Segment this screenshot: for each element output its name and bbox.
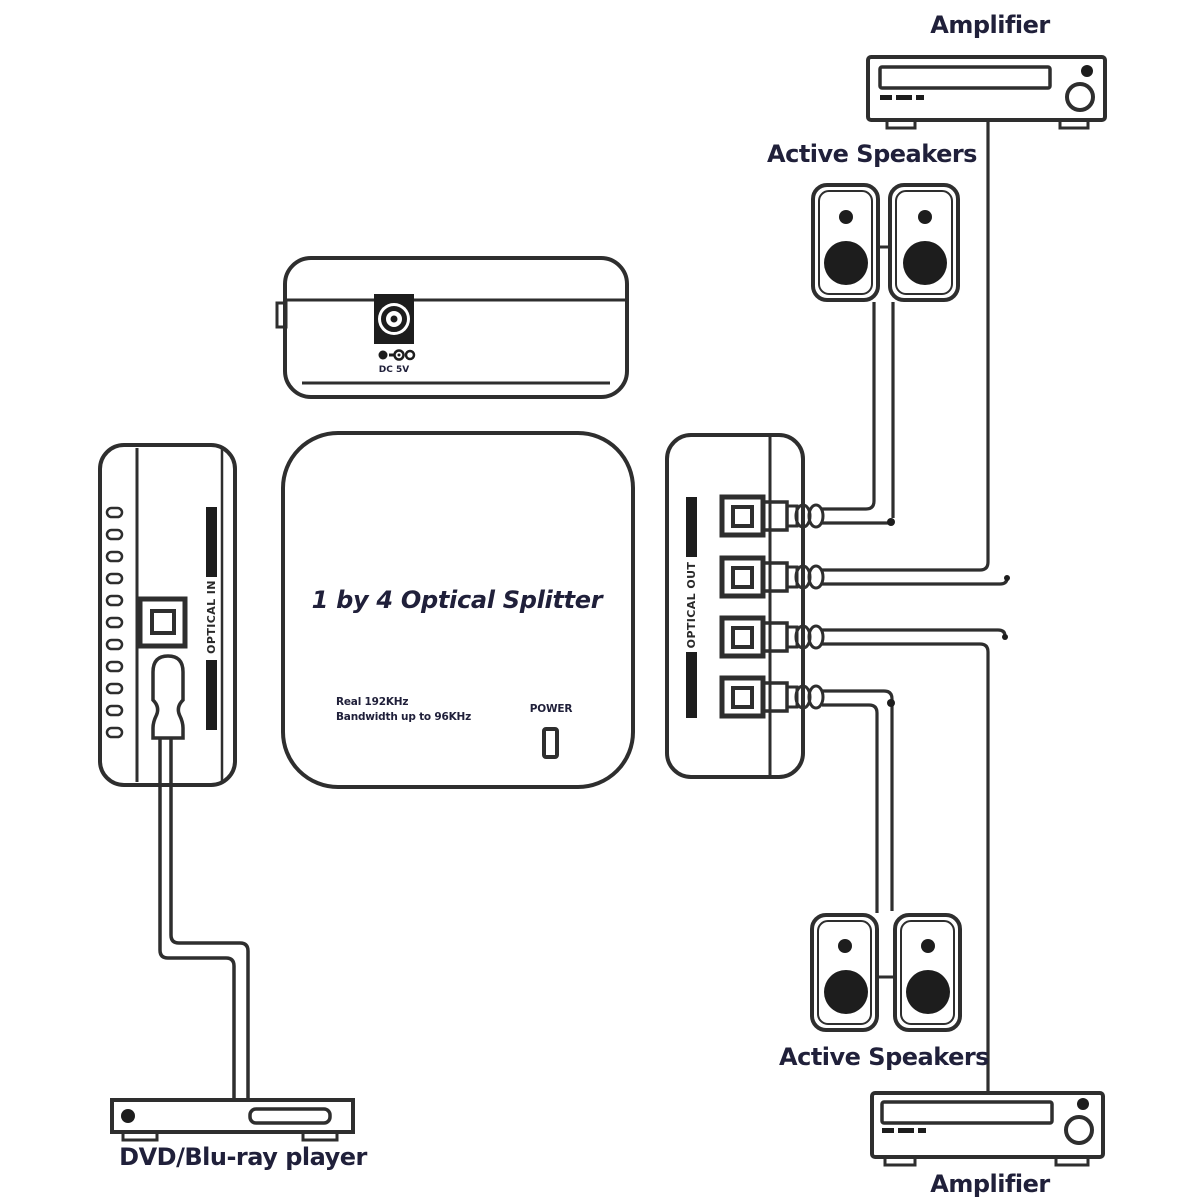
cable-out4-to-speaker-left <box>822 703 879 913</box>
volume-knob-icon <box>1064 1115 1094 1145</box>
optical-in-label: OPTICAL IN <box>205 580 218 654</box>
optical-in-cable <box>158 738 236 1100</box>
splitter-input-side-view: OPTICAL IN <box>98 443 250 1100</box>
bottom-speakers-label: Active Speakers <box>779 1043 989 1071</box>
top-amplifier-label: Amplifier <box>930 11 1050 39</box>
dvd-player: DVD/Blu-ray player <box>110 1098 368 1171</box>
cable-out3-to-amplifier <box>822 642 990 1091</box>
dvd-player-label: DVD/Blu-ray player <box>119 1143 367 1171</box>
splitter-spec-line-2: Bandwidth up to 96KHz <box>336 711 471 723</box>
optical-in-bar-top <box>206 507 217 577</box>
power-led-icon <box>542 727 559 759</box>
toslink-in-port-icon <box>137 596 188 649</box>
toslink-out-port-4-icon <box>719 675 825 719</box>
speaker-left-icon <box>811 183 880 302</box>
top-speakers-label: Active Speakers <box>767 140 977 168</box>
power-label: POWER <box>530 703 573 715</box>
vent-slots <box>105 506 124 739</box>
splitter-output-side-view: OPTICAL OUT <box>665 433 825 779</box>
bottom-amplifier: Amplifier <box>870 1091 1105 1198</box>
dc-voltage-label: DC 5V <box>379 365 409 375</box>
side-tab <box>275 301 288 329</box>
optical-out-label: OPTICAL OUT <box>685 562 698 649</box>
power-dot-icon <box>1081 65 1093 77</box>
splitter-spec-line-1: Real 192KHz <box>336 696 408 708</box>
cable-out1-to-speaker <box>822 302 876 511</box>
top-active-speakers: Active Speakers <box>767 140 978 302</box>
amp-display-icon <box>880 1100 1054 1125</box>
output-cables <box>822 122 1010 1091</box>
cable-out4-to-speaker-right <box>822 689 894 911</box>
cable-out2-to-amplifier <box>822 122 990 572</box>
splitter-front-view: 1 by 4 Optical Splitter Real 192KHz Band… <box>281 431 635 789</box>
disc-tray-icon <box>248 1107 332 1125</box>
amp-display-icon <box>878 65 1052 90</box>
cable-junction-dot <box>887 518 895 526</box>
dc-polarity-icon <box>378 349 416 361</box>
optical-out-bar-bottom <box>686 652 697 718</box>
dc-power-jack-icon <box>374 294 414 344</box>
optical-in-cable-inner <box>169 738 250 1100</box>
power-dot-icon <box>1077 1098 1089 1110</box>
bottom-amplifier-label: Amplifier <box>930 1170 1050 1198</box>
speaker-right-icon <box>888 183 960 302</box>
splitter-power-side-view: DC 5V <box>275 256 629 399</box>
splitter-title: 1 by 4 Optical Splitter <box>312 586 605 614</box>
toslink-out-port-1-icon <box>719 494 825 538</box>
power-dot-icon <box>121 1109 135 1123</box>
toslink-out-port-3-icon <box>719 615 825 659</box>
volume-knob-icon <box>1065 82 1095 112</box>
top-amplifier: Amplifier <box>866 11 1107 130</box>
speaker-left-icon <box>810 913 879 1032</box>
optical-in-plug-icon <box>151 654 185 740</box>
bottom-active-speakers: Active Speakers <box>779 913 990 1071</box>
toslink-out-port-2-icon <box>719 555 825 599</box>
optical-out-bar-top <box>686 497 697 557</box>
optical-in-bar-bottom <box>206 660 217 730</box>
speaker-right-icon <box>893 913 962 1032</box>
